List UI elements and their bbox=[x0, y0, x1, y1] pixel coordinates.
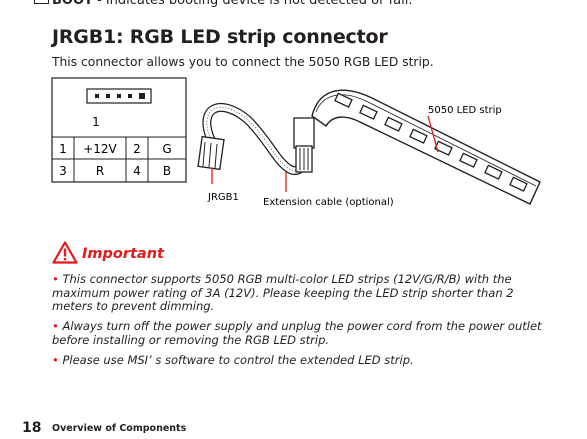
page-number: 18 bbox=[22, 420, 42, 436]
led-strip-illustration bbox=[311, 89, 541, 205]
important-bullet-3: • Please use MSI’ s software to control … bbox=[52, 353, 542, 368]
cable-label: Extension cable (optional) bbox=[263, 197, 394, 208]
pin-4-number: 4 bbox=[133, 164, 141, 178]
pinout-table: 1 1 +12V 2 G 3 R 4 B bbox=[51, 77, 187, 183]
strip-label: 5050 LED strip bbox=[428, 105, 502, 116]
important-bullet-2: • Always turn off the power supply and u… bbox=[52, 319, 542, 347]
pin-2-name: G bbox=[162, 142, 171, 156]
important-bullet-1: • This connector supports 5050 RGB multi… bbox=[52, 272, 542, 314]
pin-4-name: B bbox=[163, 164, 171, 178]
bullet-dot-icon: • bbox=[52, 319, 59, 333]
checkbox-icon bbox=[34, 0, 49, 4]
pin-3-name: R bbox=[96, 164, 104, 178]
bullet-text: Please use MSI’ s software to control th… bbox=[62, 353, 414, 367]
bullet-dot-icon: • bbox=[52, 353, 59, 367]
warning-icon bbox=[52, 241, 78, 264]
pin-1-name: +12V bbox=[83, 142, 117, 156]
boot-text: - Indicates booting device is not detect… bbox=[92, 0, 413, 8]
pin-1-number: 1 bbox=[59, 142, 67, 156]
connector-label: JRGB1 bbox=[207, 192, 239, 203]
bullet-text: Always turn off the power supply and unp… bbox=[52, 319, 542, 347]
boot-label: BOOT bbox=[52, 0, 93, 8]
header-pin-icon bbox=[86, 88, 152, 104]
pin-2-number: 2 bbox=[133, 142, 141, 156]
bullet-dot-icon: • bbox=[52, 272, 59, 286]
pin-3-number: 3 bbox=[59, 164, 67, 178]
bullet-text: This connector supports 5050 RGB multi-c… bbox=[52, 272, 514, 313]
boot-led-description: BOOT - Indicates booting device is not d… bbox=[52, 0, 412, 8]
important-heading: Important bbox=[82, 246, 164, 262]
pin1-marker: 1 bbox=[92, 115, 100, 129]
connector-diagram: 1 1 +12V 2 G 3 R 4 B bbox=[51, 77, 541, 208]
section-title: JRGB1: RGB LED strip connector bbox=[52, 26, 388, 48]
extension-cable-illustration bbox=[197, 102, 315, 192]
footer-section-name: Overview of Components bbox=[52, 423, 187, 434]
section-intro: This connector allows you to connect the… bbox=[52, 55, 434, 69]
